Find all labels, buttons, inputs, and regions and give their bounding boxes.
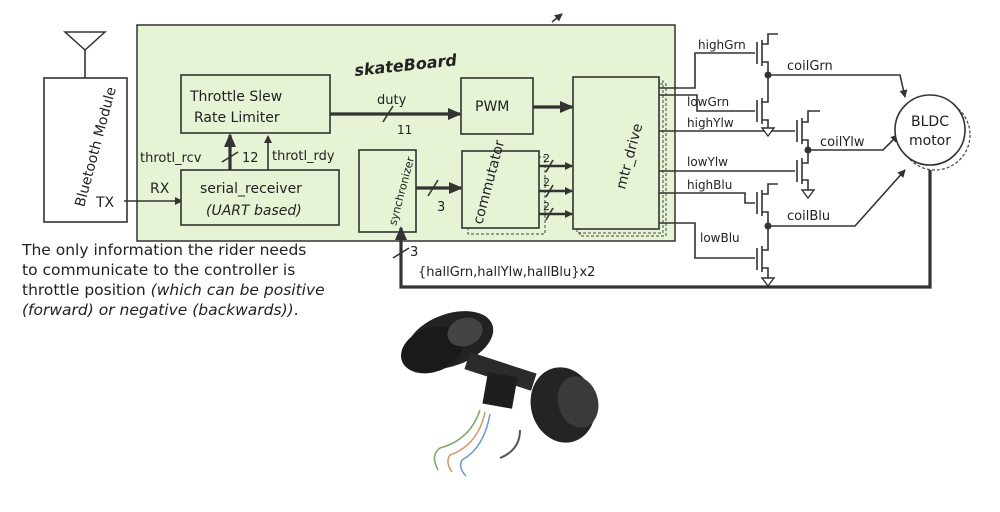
note-line1: The only information the rider needs [22, 241, 307, 259]
comm-width-a: 2 [543, 152, 550, 165]
lowgrn-label: lowGrn [687, 95, 729, 109]
ground-icon [800, 189, 816, 200]
note-line2: to communicate to the controller is [22, 261, 296, 279]
ground-icon [760, 127, 776, 138]
mtr-drive-block [572, 76, 660, 230]
highblu-label: highBlu [687, 178, 732, 192]
top-arrow [551, 13, 563, 23]
coilgrn-label: coilGrn [787, 59, 833, 74]
antenna-icon [63, 31, 107, 52]
highylw-label: highYlw [687, 116, 734, 130]
bluetooth-module: Bluetooth Module TX [43, 31, 128, 223]
coilylw-label: coilYlw [820, 135, 865, 150]
throtl-rcv-width: 12 [242, 151, 259, 166]
lowblu-wire [659, 222, 755, 259]
lowylw-label: lowYlw [687, 155, 728, 169]
ground-icon [760, 277, 776, 288]
hall-feedback-bus [395, 170, 932, 289]
note-line3: throttle position [22, 281, 151, 299]
motor-line1: BLDC [911, 114, 949, 130]
serial-line2: (UART based) [206, 203, 302, 219]
lowgrn-wire [659, 94, 755, 112]
coilblu-label: coilBlu [787, 209, 830, 224]
highblu-wire [659, 192, 755, 204]
motor-truck-photo [401, 311, 599, 477]
highgrn-wire [659, 52, 755, 89]
serial-line1: serial_receiver [200, 181, 302, 197]
comm-width-c: 2 [543, 200, 550, 213]
commutator-block [461, 150, 540, 229]
rx-label: RX [150, 181, 170, 197]
transistor-pair-grn: coilGrn [756, 33, 908, 138]
throttle-line1: Throttle Slew [189, 89, 282, 105]
throtl-rdy-label: throtl_rdy [272, 149, 335, 164]
pwm-block [460, 77, 534, 135]
bldc-motor [894, 94, 966, 166]
highgrn-label: highGrn [698, 38, 746, 52]
duty-width: 11 [397, 123, 412, 137]
note-line4-italic: (forward) or negative (backwards)) [22, 301, 294, 319]
duty-label: duty [377, 93, 407, 108]
throtl-rcv-label: throtl_rcv [140, 151, 202, 166]
note-line3-italic: (which can be positive [150, 281, 325, 299]
tx-label: TX [95, 195, 115, 211]
lowblu-label: lowBlu [700, 231, 740, 245]
transistor-pair-ylw: coilYlw [796, 110, 899, 200]
throttle-line2: Rate Limiter [194, 110, 280, 126]
transistor-pair-blu: coilBlu [756, 169, 906, 288]
throttle-slew-block [180, 74, 331, 134]
sync-width: 3 [437, 200, 445, 215]
comm-width-b: 2 [543, 176, 550, 189]
serial-receiver-block [180, 169, 340, 226]
pwm-label: PWM [475, 99, 509, 115]
note-line4-end: . [293, 301, 299, 319]
hall-width: 3 [410, 245, 418, 260]
synchronizer-block [358, 149, 417, 233]
rider-note: The only information the rider needs to … [22, 240, 372, 320]
motor-line2: motor [909, 133, 951, 149]
hall-label: {hallGrn,hallYlw,hallBlu}x2 [418, 265, 595, 280]
